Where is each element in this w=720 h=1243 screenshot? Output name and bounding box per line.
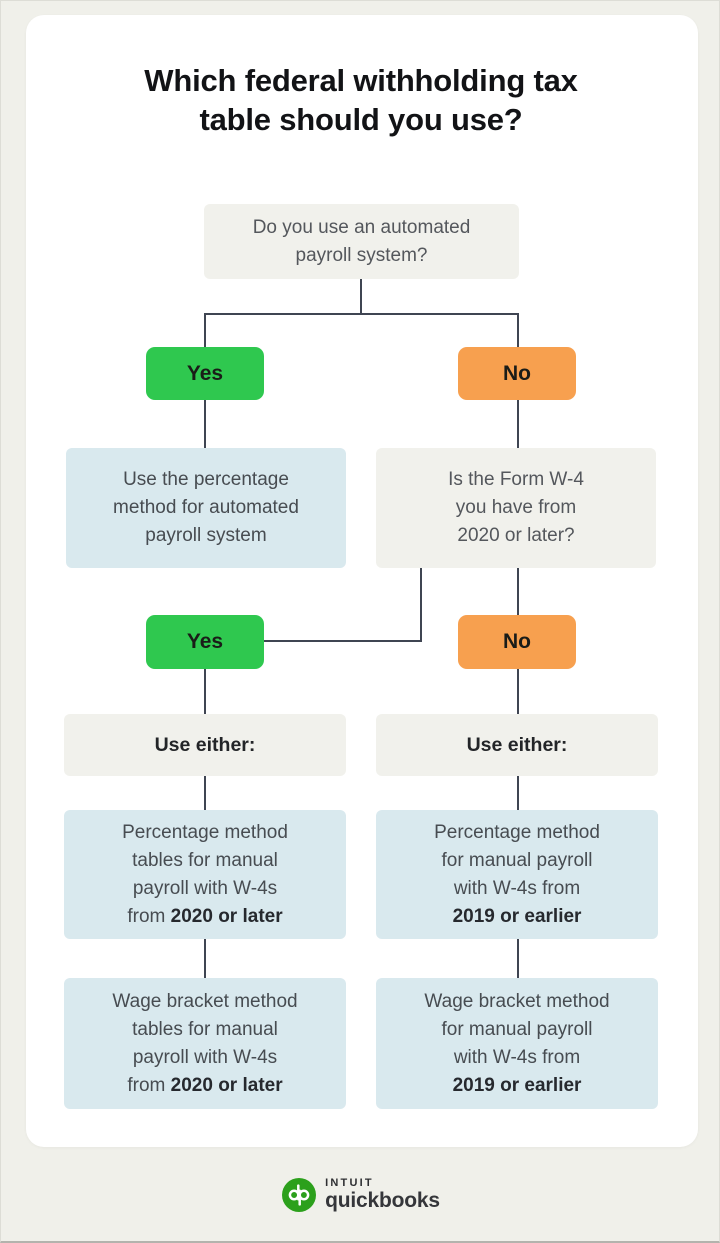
question-line: 2020 or later? [457,525,575,546]
result-line: tables for manual [132,1018,278,1040]
no-button-2: No [458,615,576,669]
question-line: you have from [455,497,577,518]
connector-split-horizontal [204,313,519,315]
title-line-2: table should you use? [199,102,523,137]
connector-pm-right-down [517,938,519,979]
result-line: from 2020 or later [127,903,282,931]
result-line-bold: 2019 or earlier [452,1074,582,1096]
connector-pm-left-down [204,938,206,979]
connector-q1-down [360,279,362,315]
connector-no2-down [517,668,519,715]
connector-no1-down [517,399,519,449]
intuit-wordmark: INTUIT [325,1177,374,1189]
connector-yes2-down [204,668,206,715]
result-percentage-manual-2019: Percentage method for manual payroll wit… [376,810,658,939]
connector-q2-down-left [420,567,422,642]
result-line: Percentage method [434,821,600,843]
question-line: payroll system? [295,244,428,266]
result-line-prefix: from [127,905,171,927]
quickbooks-wordmark: quickbooks [325,1189,440,1212]
page-title: Which federal withholding tax table shou… [1,61,719,139]
connector-either-left-down [204,776,206,811]
result-line: from 2020 or later [127,1072,282,1100]
question-w4-year: Is the Form W-4 you have from 2020 or la… [376,448,656,568]
connector-either-right-down [517,776,519,811]
result-line: payroll system [145,525,267,546]
result-line: for manual payroll [441,849,593,871]
use-either-left: Use either: [64,714,346,776]
result-line: Wage bracket method [112,990,298,1012]
title-line-1: Which federal withholding tax [144,63,578,98]
connector-q2-to-no2 [517,567,519,616]
result-line-bold: 2020 or later [170,905,283,927]
result-line-bold: 2020 or later [170,1074,283,1096]
no-button-1: No [458,347,576,400]
result-line: 2019 or earlier [453,1072,582,1100]
result-line-prefix: from [127,1074,171,1096]
card-background [26,15,698,1147]
brand-wordmark: INTUIT quickbooks [325,1177,440,1212]
question-automated-payroll: Do you use an automated payroll system? [204,204,519,279]
result-line: Percentage method [122,821,288,843]
result-line: with W-4s from [453,1046,581,1068]
connector-to-yes1 [204,313,206,348]
question-line: Is the Form W-4 [448,469,584,490]
result-line: Use the percentage [123,469,289,490]
result-line: payroll with W-4s [132,1046,278,1068]
connector-yes1-down [204,399,206,449]
quickbooks-logo-icon [282,1177,317,1212]
result-line: payroll with W-4s [132,877,278,899]
yes-button-2: Yes [146,615,264,669]
result-automated-percentage: Use the percentage method for automated … [66,448,346,568]
yes-button-1: Yes [146,347,264,400]
result-wage-bracket-2019: Wage bracket method for manual payroll w… [376,978,658,1109]
result-line: tables for manual [132,849,278,871]
question-line: Do you use an automated [252,216,471,238]
result-percentage-manual-2020: Percentage method tables for manual payr… [64,810,346,939]
result-line: method for automated [113,497,299,518]
result-wage-bracket-2020: Wage bracket method tables for manual pa… [64,978,346,1109]
result-line: for manual payroll [441,1018,593,1040]
result-line: Wage bracket method [424,990,610,1012]
use-either-right: Use either: [376,714,658,776]
footer-brand: INTUIT quickbooks [1,1177,719,1212]
result-line: with W-4s from [453,877,581,899]
connector-to-no1 [517,313,519,348]
result-line-bold: 2019 or earlier [452,905,582,927]
result-line: 2019 or earlier [453,903,582,931]
connector-to-yes2-horizontal [264,640,422,642]
